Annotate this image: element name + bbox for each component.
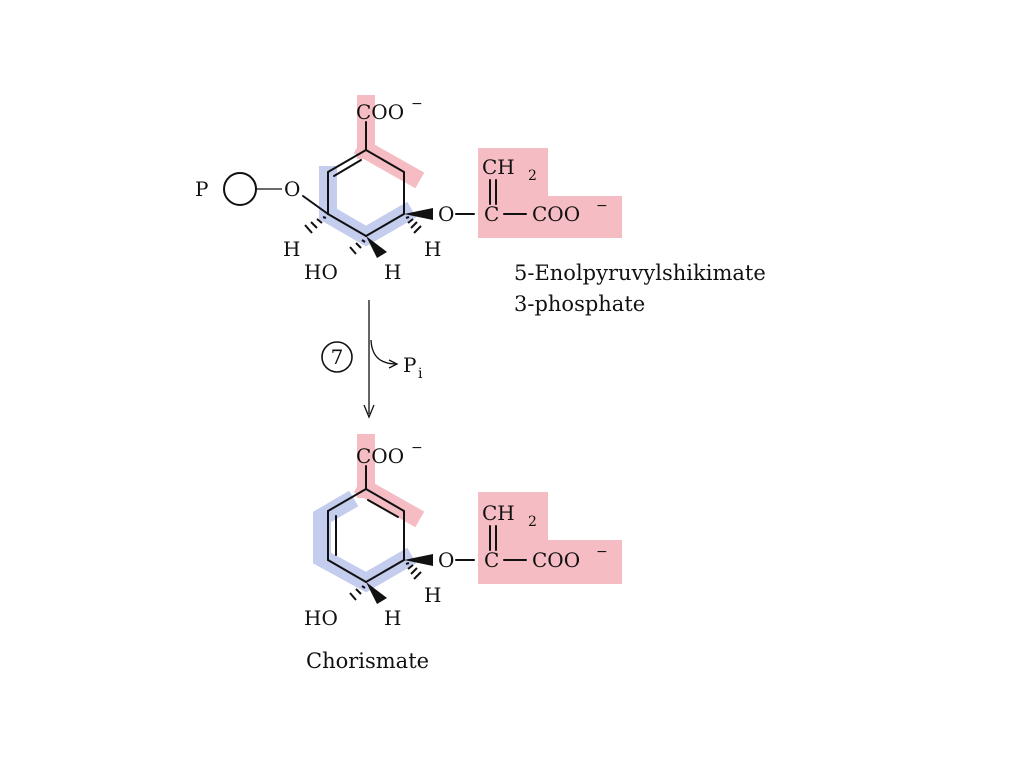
bond [327, 213, 367, 237]
hashed-bond [349, 585, 366, 601]
vinyl-group-label: CH [482, 501, 515, 525]
h-right-label: H [424, 237, 441, 261]
reaction-arrow: 7 P i [321, 300, 423, 419]
bond [365, 488, 405, 512]
vinyl-subscript-label: 2 [528, 168, 537, 184]
wedge-bond [404, 554, 433, 566]
carboxylate-label: COO [356, 444, 404, 468]
product-labels: COO − O CH 2 C COO − H HO H Chorismate [304, 440, 608, 673]
side-charge-label: − [596, 544, 608, 560]
bond [365, 559, 405, 583]
ring-oxygen-label: O [284, 177, 300, 201]
vinyl-group-label: CH [482, 155, 515, 179]
bond [327, 559, 367, 583]
byproduct-subscript-label: i [418, 366, 423, 382]
carboxylate-label: COO [356, 100, 404, 124]
reactant-enolpyruvyl-pink-highlight [478, 148, 622, 238]
byproduct-curved-arrow [370, 339, 397, 365]
bond [327, 488, 367, 512]
side-carboxylate-label: COO [532, 202, 580, 226]
h-right-label: H [424, 583, 441, 607]
bond [365, 149, 405, 173]
hashed-bond [405, 216, 422, 234]
charge-label: − [411, 96, 423, 112]
phosphate-p-label: P [195, 177, 208, 201]
hydroxyl-label: HO [304, 606, 338, 630]
byproduct-arrow-head [388, 359, 399, 369]
product-ring-blue-highlight [313, 490, 417, 593]
side-charge-label: − [596, 198, 608, 214]
bond [333, 159, 362, 177]
charge-label: − [411, 440, 423, 456]
ether-oxygen-label: O [438, 548, 454, 572]
step-number-label: 7 [331, 345, 344, 369]
hashed-bond [304, 216, 327, 234]
side-carboxylate-label: COO [532, 548, 580, 572]
h-left-label: H [283, 237, 300, 261]
hashed-bond [405, 562, 422, 580]
step-number-circle [321, 341, 353, 373]
product-bonds [327, 465, 527, 604]
reactant-name-line1: 5-Enolpyruvylshikimate [514, 261, 766, 285]
h-bottom-label: H [384, 606, 401, 630]
reactant-labels: P O COO − O CH 2 C COO − H H HO H 5-Enol… [195, 96, 766, 316]
wedge-bond [404, 208, 433, 220]
hydroxyl-label: HO [304, 260, 338, 284]
wedge-bond [366, 236, 387, 258]
central-carbon-label: C [484, 202, 499, 226]
byproduct-label: P [403, 353, 416, 377]
h-bottom-label: H [384, 260, 401, 284]
reactant-ring-blue-highlight [319, 166, 417, 247]
reaction-arrow-head [363, 404, 375, 419]
product-name: Chorismate [306, 649, 429, 673]
central-carbon-label: C [484, 548, 499, 572]
vinyl-subscript-label: 2 [528, 514, 537, 530]
ether-oxygen-label: O [438, 202, 454, 226]
bond [365, 213, 405, 237]
wedge-bond [366, 582, 387, 604]
bond [367, 499, 399, 518]
bond [327, 149, 367, 173]
phosphate-circle [223, 172, 257, 206]
hashed-bond [349, 239, 366, 255]
reactant-name-line2: 3-phosphate [514, 292, 645, 316]
bond [302, 195, 329, 215]
reactant-bonds [256, 121, 527, 258]
